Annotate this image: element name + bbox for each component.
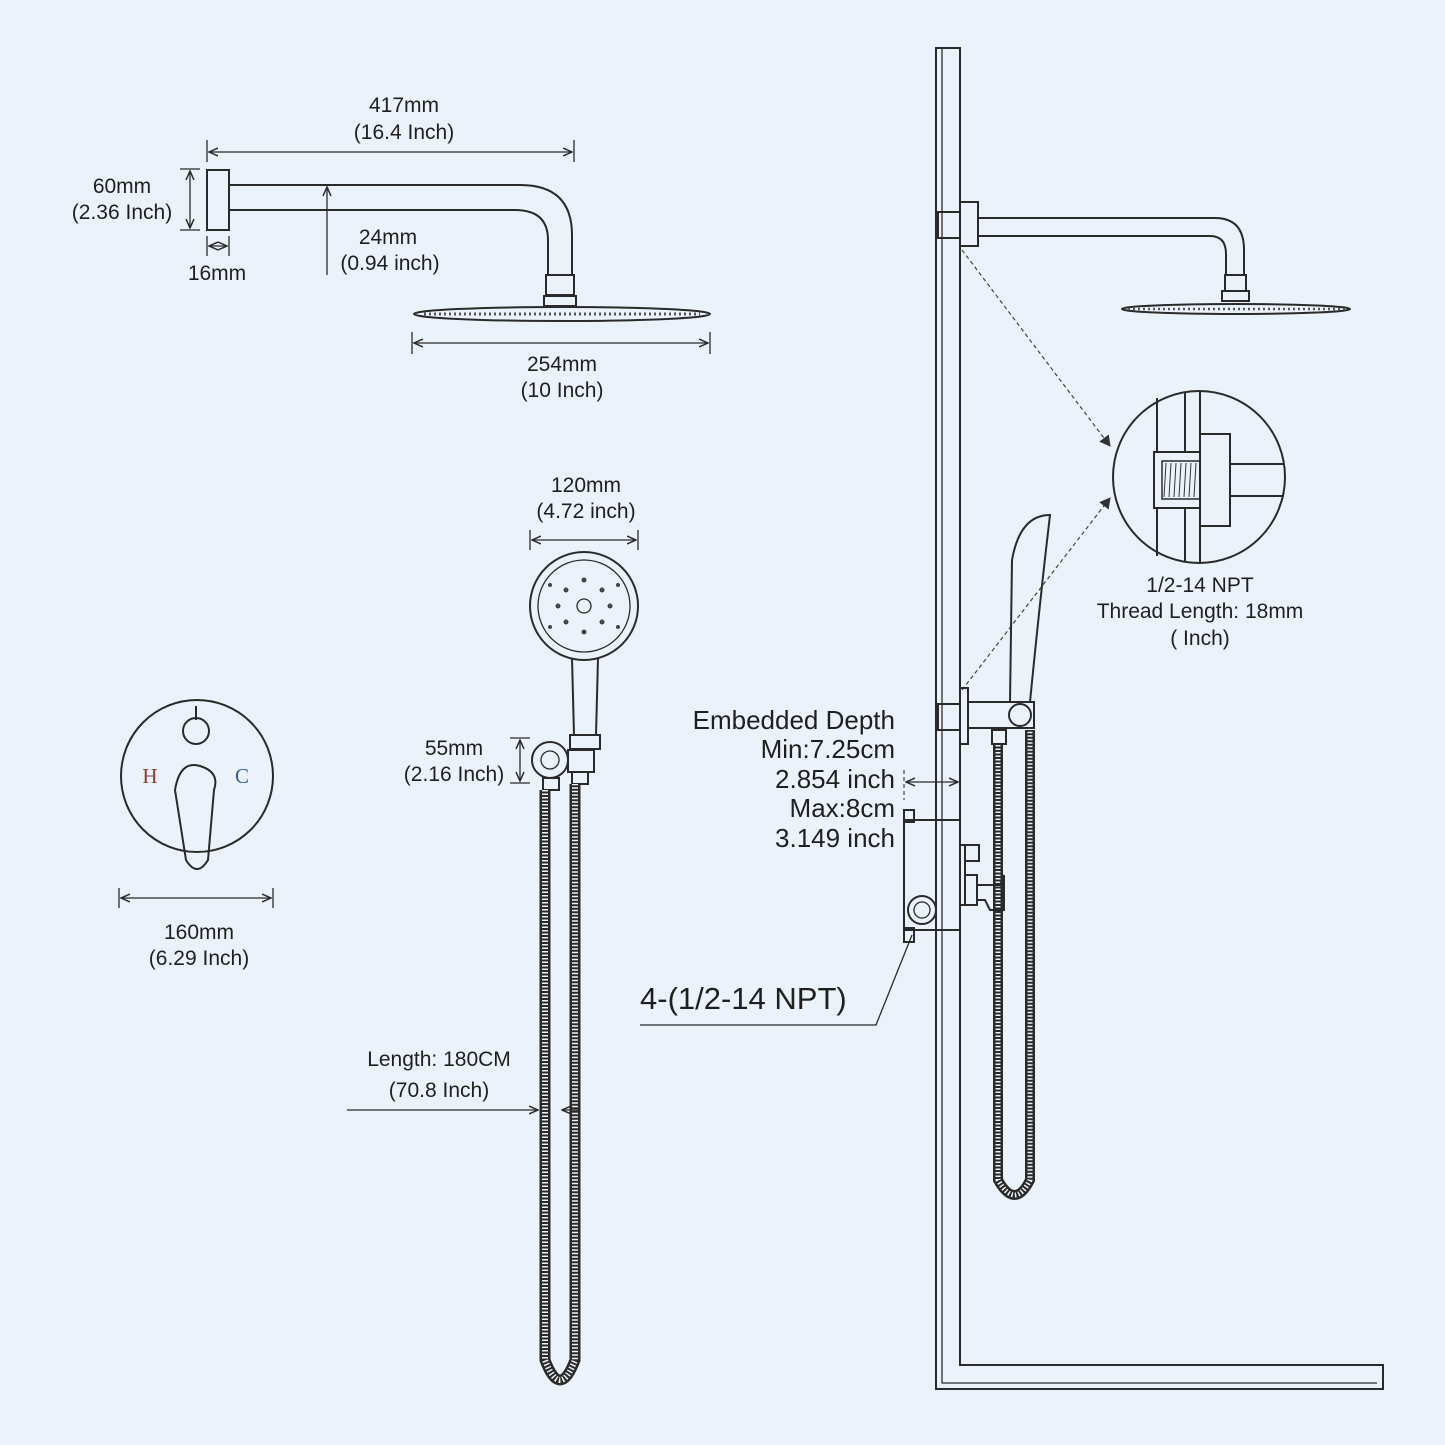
detail-thread-spec: 1/2-14 NPT xyxy=(1146,574,1254,597)
arm-length-in: (16.4 Inch) xyxy=(354,121,454,144)
flange-height-in: (2.36 Inch) xyxy=(72,201,172,224)
hand-shower-diameter-mm: 120mm xyxy=(551,474,621,497)
embedded-depth-min-in: 2.854 inch xyxy=(775,764,895,794)
hose-length: Length: 180CM xyxy=(367,1048,511,1071)
hand-shower-drawing xyxy=(347,530,639,1386)
holder-height-mm: 55mm xyxy=(425,737,483,760)
detail-thread-length: Thread Length: 18mm xyxy=(1097,600,1304,623)
plate-diameter-in: (6.29 Inch) xyxy=(149,947,249,970)
plate-diameter-mm: 160mm xyxy=(164,921,234,944)
flange-height-mm: 60mm xyxy=(93,175,151,198)
hose-length-in: (70.8 Inch) xyxy=(389,1079,489,1102)
hot-label: H xyxy=(142,764,157,788)
embedded-depth-max: Max:8cm xyxy=(790,793,895,823)
flange-depth: 16mm xyxy=(188,262,246,285)
arm-diameter-in: (0.94 inch) xyxy=(340,252,439,275)
embedded-depth-title: Embedded Depth xyxy=(693,705,895,735)
arm-length-mm: 417mm xyxy=(369,94,439,117)
holder-height-in: (2.16 Inch) xyxy=(404,763,504,786)
hand-shower-diameter-in: (4.72 inch) xyxy=(536,500,635,523)
head-diameter-in: (10 Inch) xyxy=(521,379,604,402)
arm-diameter-mm: 24mm xyxy=(359,226,417,249)
installed-system-drawing xyxy=(640,47,1384,1390)
head-diameter-mm: 254mm xyxy=(527,353,597,376)
shower-arm-drawing xyxy=(180,140,711,354)
embedded-depth-max-in: 3.149 inch xyxy=(775,823,895,853)
embedded-depth-min: Min:7.25cm xyxy=(761,734,895,764)
cold-label: C xyxy=(235,764,249,788)
port-spec: 4-(1/2-14 NPT) xyxy=(640,981,847,1016)
detail-thread-inch: ( Inch) xyxy=(1170,627,1230,650)
valve-trim-plate-drawing xyxy=(118,699,274,908)
